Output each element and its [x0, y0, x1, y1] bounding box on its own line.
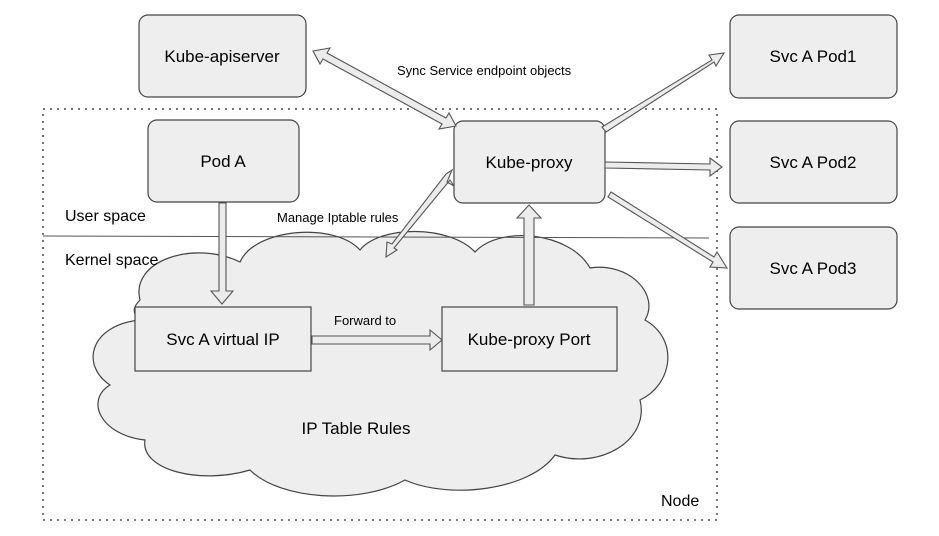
kube-apiserver-box	[138, 14, 307, 98]
kube-proxy-label: Kube-proxy	[486, 153, 573, 172]
forward-label: Forward to	[334, 313, 396, 328]
forward-arrow	[311, 328, 443, 352]
kernel-space-label: Kernel space	[65, 252, 158, 269]
arrow-to-pod2	[604, 156, 723, 178]
pod-a-box	[147, 119, 300, 203]
space-separator	[42, 235, 710, 239]
manage-label: Manage Iptable rules	[277, 210, 399, 225]
svc-pod1-label: Svc A Pod1	[770, 47, 857, 66]
pod-a-down-arrow	[209, 202, 235, 305]
svc-pod2-box	[729, 120, 898, 204]
kube-apiserver-label: Kube-apiserver	[164, 47, 280, 66]
pod-a-label: Pod A	[200, 152, 246, 171]
kube-proxy-port-label: Kube-proxy Port	[468, 330, 591, 349]
node-label: Node	[661, 493, 699, 510]
svc-virtual-ip-label: Svc A virtual IP	[166, 330, 279, 349]
kube-proxy-port-box	[441, 306, 618, 372]
port-up-arrow	[515, 204, 543, 306]
sync-label: Sync Service endpoint objects	[397, 63, 572, 78]
svc-virtual-ip-box	[134, 306, 312, 372]
svc-pod3-box	[729, 226, 898, 310]
manage-double-arrow	[385, 168, 455, 259]
arrow-to-pod1	[601, 52, 726, 133]
arrow-to-pod3	[607, 191, 729, 269]
svc-pod3-label: Svc A Pod3	[770, 259, 857, 278]
sync-double-arrow	[312, 47, 457, 130]
user-space-label: User space	[65, 208, 146, 225]
ip-table-rules-label: IP Table Rules	[302, 419, 411, 438]
node-boundary	[42, 108, 718, 521]
svc-pod1-box	[729, 14, 898, 99]
svc-pod2-label: Svc A Pod2	[770, 153, 857, 172]
